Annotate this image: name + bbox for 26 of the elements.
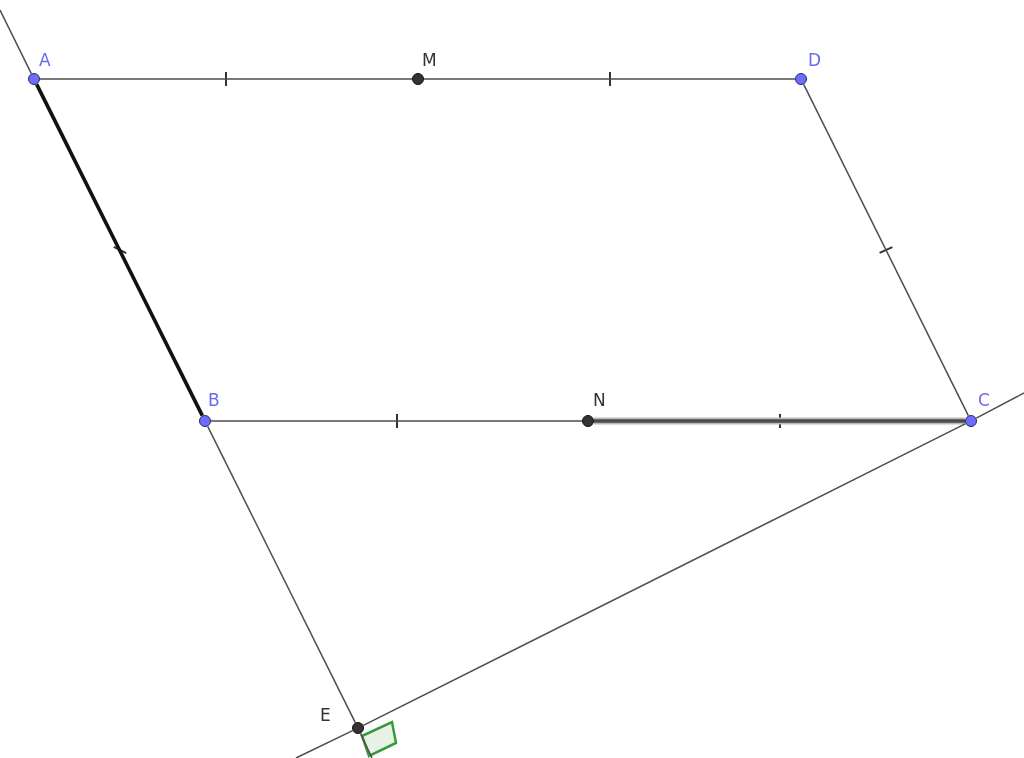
point-label: E (320, 706, 331, 724)
line-segment (975, 392, 1024, 419)
line-segment (39, 78, 413, 80)
point (582, 415, 594, 427)
point (28, 73, 40, 85)
line-segment (359, 732, 373, 758)
point (795, 73, 807, 85)
point (412, 73, 424, 85)
line-segment (802, 83, 970, 417)
line-segment (0, 9, 33, 75)
line-segment (35, 83, 204, 417)
point-label: M (422, 51, 437, 69)
point-label: A (39, 51, 51, 69)
line-segment (210, 420, 583, 422)
point (352, 722, 364, 734)
line-segment (362, 422, 967, 727)
point-label: B (208, 391, 220, 409)
point (965, 415, 977, 427)
line-segment (423, 78, 796, 80)
point-label: N (593, 391, 606, 409)
point-label: D (808, 51, 822, 69)
point (199, 415, 211, 427)
line-segment (206, 425, 357, 724)
line-segment (295, 729, 354, 758)
line-segment (594, 419, 965, 423)
point-label: C (978, 391, 990, 409)
